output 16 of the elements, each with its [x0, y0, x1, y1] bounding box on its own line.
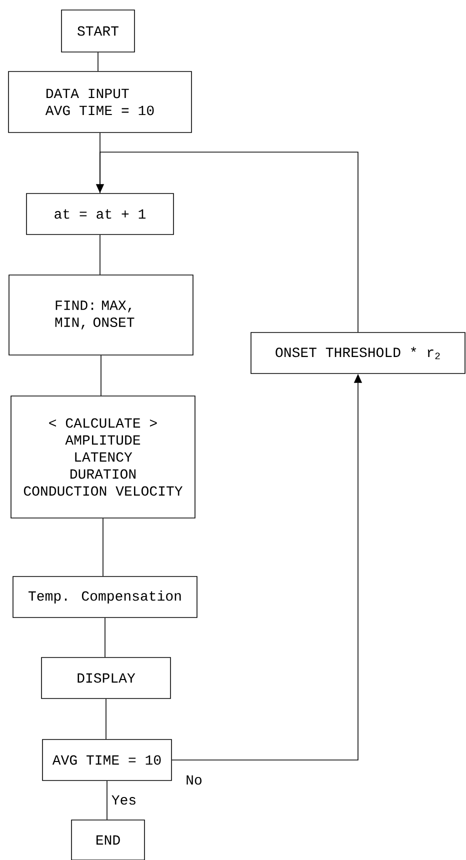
terminal-box: START: [61, 10, 135, 52]
edge-label: Yes: [110, 794, 138, 806]
process-box: DATA INPUT AVG TIME = 10: [8, 71, 192, 133]
connector: [102, 518, 104, 576]
connector: [106, 780, 108, 820]
process-box: Temp. Compensation: [12, 576, 198, 618]
decision-box: AVG TIME = 10: [42, 739, 172, 781]
terminal-box: END: [71, 820, 145, 860]
connector: [104, 618, 106, 658]
connector: [100, 355, 102, 396]
process-box: < CALCULATE > AMPLITUDE LATENCY DURATION CONDUCTION VELOCITY: [10, 396, 196, 518]
process-box: at = at + 1: [26, 193, 174, 235]
process-box: FIND: MAX, MIN, ONSET: [8, 274, 194, 356]
process-box: DISPLAY: [41, 657, 171, 699]
edge-label: No: [184, 774, 204, 786]
process-box: ONSET THRESHOLD * r$_{2}$: [250, 332, 466, 374]
